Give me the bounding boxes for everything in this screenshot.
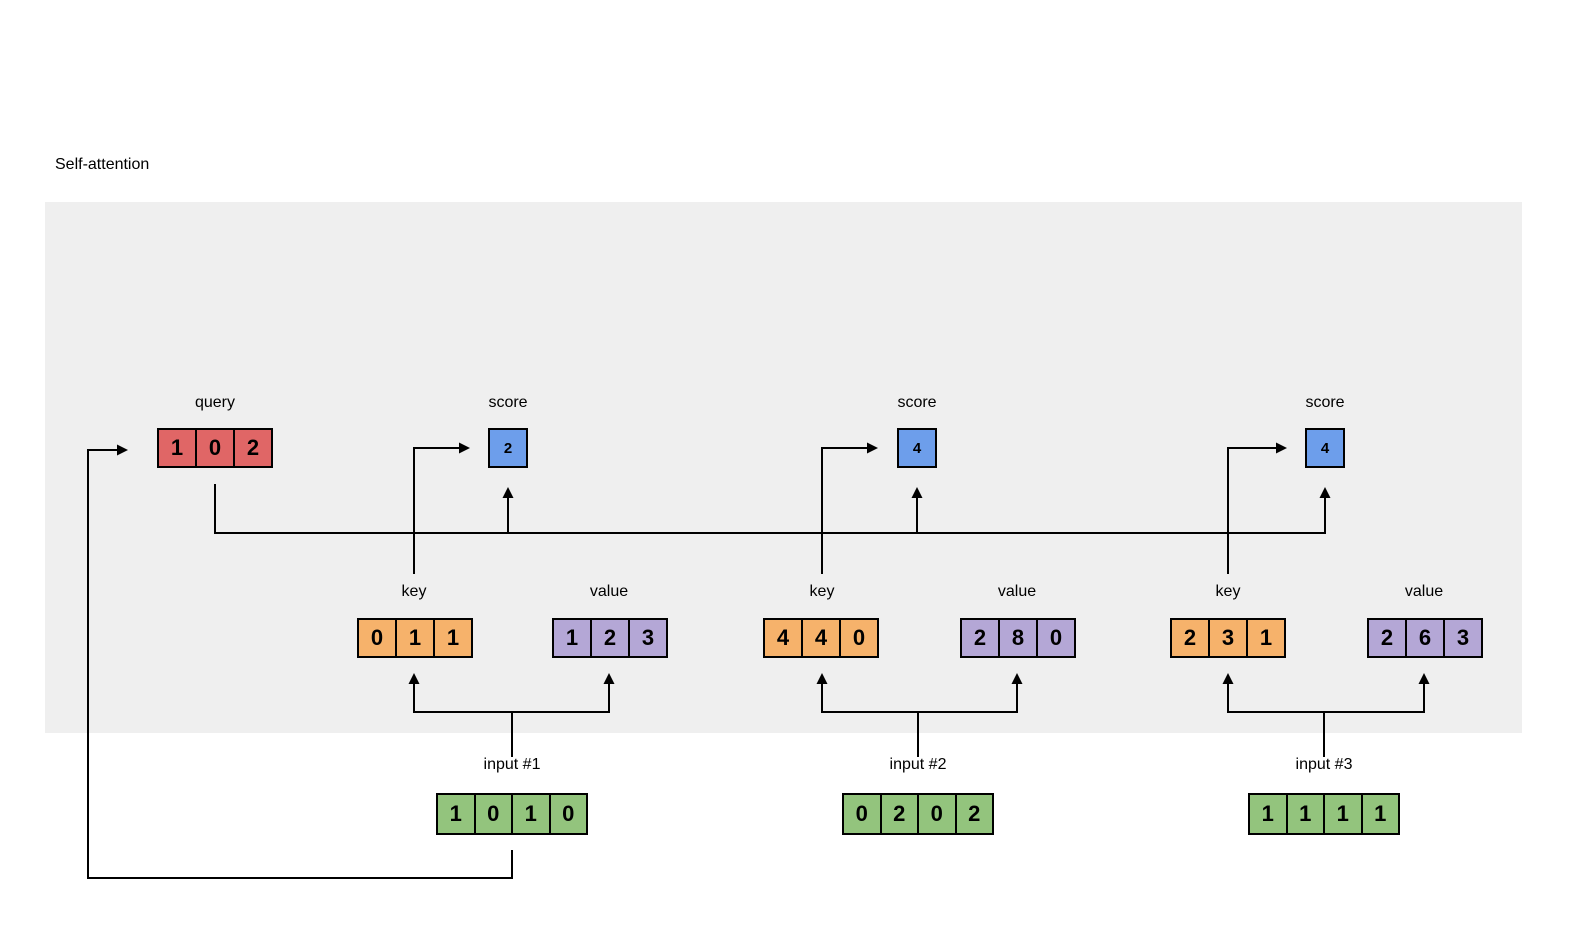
input3-cell-1: 1 xyxy=(1285,795,1323,833)
score-label-3: score xyxy=(1305,394,1345,411)
value-label-3: value xyxy=(1404,583,1444,600)
query-label: query xyxy=(194,394,236,411)
query-cell-2: 2 xyxy=(233,430,271,466)
input3-cell-3: 1 xyxy=(1360,795,1398,833)
value-label-2: value xyxy=(997,583,1037,600)
score-label-2: score xyxy=(897,394,937,411)
input2-cell-2: 0 xyxy=(917,795,955,833)
score-box-2: 4 xyxy=(897,428,937,468)
value-vector-2: 2 8 0 xyxy=(960,618,1076,658)
value2-cell-2: 0 xyxy=(1036,620,1074,656)
value-vector-3: 2 6 3 xyxy=(1367,618,1483,658)
query-cell-1: 0 xyxy=(195,430,233,466)
key2-cell-2: 0 xyxy=(839,620,877,656)
value2-cell-0: 2 xyxy=(962,620,998,656)
key-label-1: key xyxy=(401,583,427,600)
value1-cell-2: 3 xyxy=(628,620,666,656)
score-box-3: 4 xyxy=(1305,428,1345,468)
key-label-2: key xyxy=(809,583,835,600)
key3-cell-1: 3 xyxy=(1208,620,1246,656)
input3-cell-2: 1 xyxy=(1323,795,1361,833)
input-vector-1: 1 0 1 0 xyxy=(436,793,588,835)
value3-cell-2: 3 xyxy=(1443,620,1481,656)
key1-cell-0: 0 xyxy=(359,620,395,656)
value3-cell-0: 2 xyxy=(1369,620,1405,656)
input1-cell-2: 1 xyxy=(511,795,549,833)
key2-cell-0: 4 xyxy=(765,620,801,656)
value-label-1: value xyxy=(589,583,629,600)
input1-cell-1: 0 xyxy=(473,795,511,833)
key2-cell-1: 4 xyxy=(801,620,839,656)
key3-cell-2: 1 xyxy=(1246,620,1284,656)
key-vector-2: 4 4 0 xyxy=(763,618,879,658)
score-box-1: 2 xyxy=(488,428,528,468)
key-vector-1: 0 1 1 xyxy=(357,618,473,658)
input1-cell-3: 0 xyxy=(548,795,586,833)
key-label-3: key xyxy=(1215,583,1241,600)
key-vector-3: 2 3 1 xyxy=(1170,618,1286,658)
value3-cell-1: 6 xyxy=(1405,620,1443,656)
value1-cell-0: 1 xyxy=(554,620,590,656)
input3-cell-0: 1 xyxy=(1250,795,1286,833)
diagram-title: Self-attention xyxy=(55,156,150,173)
score-label-1: score xyxy=(488,394,528,411)
query-vector: 1 0 2 xyxy=(157,428,273,468)
input-label-3: input #3 xyxy=(1295,756,1353,773)
key3-cell-0: 2 xyxy=(1172,620,1208,656)
input2-cell-3: 2 xyxy=(954,795,992,833)
input2-cell-1: 2 xyxy=(879,795,917,833)
query-cell-0: 1 xyxy=(159,430,195,466)
input-vector-3: 1 1 1 1 xyxy=(1248,793,1400,835)
input-vector-2: 0 2 0 2 xyxy=(842,793,994,835)
input2-cell-0: 0 xyxy=(844,795,880,833)
value-vector-1: 1 2 3 xyxy=(552,618,668,658)
value2-cell-1: 8 xyxy=(998,620,1036,656)
key1-cell-1: 1 xyxy=(395,620,433,656)
input-label-1: input #1 xyxy=(483,756,541,773)
input1-cell-0: 1 xyxy=(438,795,474,833)
key1-cell-2: 1 xyxy=(433,620,471,656)
value1-cell-1: 2 xyxy=(590,620,628,656)
input-label-2: input #2 xyxy=(889,756,947,773)
